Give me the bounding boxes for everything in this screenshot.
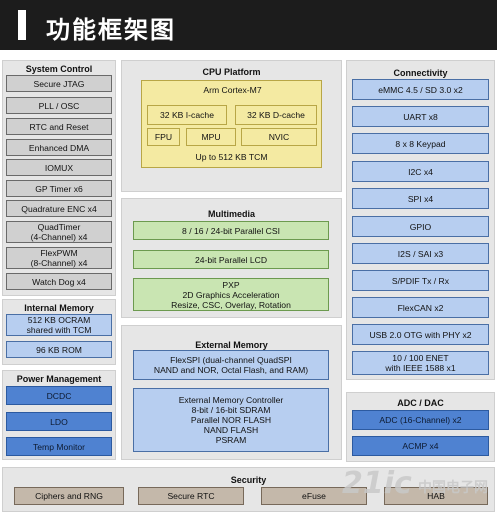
- parallel-csi-block: 8 / 16 / 24-bit Parallel CSI: [133, 221, 329, 240]
- iomux-block: IOMUX: [6, 159, 112, 176]
- pll-osc-block: PLL / OSC: [6, 97, 112, 114]
- ocram-block: 512 KB OCRAM shared with TCM: [6, 314, 112, 336]
- security-title: Security: [230, 475, 267, 485]
- acmp-block: ACMP x4: [352, 436, 489, 456]
- enet-block: 10 / 100 ENET with IEEE 1588 x1: [352, 351, 489, 375]
- watermark-text: 中国电子网: [418, 480, 488, 496]
- header-accent: [18, 10, 26, 40]
- usb-otg-block: USB 2.0 OTG with PHY x2: [352, 324, 489, 345]
- secure-rtc-block: Secure RTC: [138, 487, 244, 505]
- fpu-block: FPU: [147, 128, 180, 146]
- system-control-title: System Control: [25, 64, 93, 74]
- temp-monitor-block: Temp Monitor: [6, 437, 112, 456]
- rtc-reset-block: RTC and Reset: [6, 118, 112, 135]
- spdif-block: S/PDIF Tx / Rx: [352, 270, 489, 291]
- watermark-logo: 21ic: [342, 466, 412, 501]
- flexcan-block: FlexCAN x2: [352, 297, 489, 318]
- flexspi-block: FlexSPI (dual-channel QuadSPI NAND and N…: [133, 350, 329, 380]
- quadrature-enc-block: Quadrature ENC x4: [6, 200, 112, 217]
- flexpwm-block: FlexPWM (8-Channel) x4: [6, 247, 112, 269]
- gp-timer-block: GP Timer x6: [6, 180, 112, 197]
- tcm-label: Up to 512 KB TCM: [195, 152, 268, 162]
- enhanced-dma-block: Enhanced DMA: [6, 139, 112, 156]
- adc-block: ADC (16-Channel) x2: [352, 410, 489, 430]
- ldo-block: LDO: [6, 412, 112, 431]
- multimedia-title: Multimedia: [207, 209, 255, 219]
- page-title: 功能框架图: [46, 16, 176, 44]
- cortex-m7-label: Arm Cortex-M7: [203, 85, 262, 95]
- efuse-block: eFuse: [261, 487, 367, 505]
- internal-memory-title: Internal Memory: [24, 303, 94, 313]
- connectivity-title: Connectivity: [393, 68, 448, 78]
- uart-block: UART x8: [352, 106, 489, 127]
- watch-dog-block: Watch Dog x4: [6, 273, 112, 290]
- icache-block: 32 KB I-cache: [147, 105, 227, 125]
- hab-block: HAB: [384, 487, 488, 505]
- gpio-block: GPIO: [352, 216, 489, 237]
- dcache-block: 32 KB D-cache: [235, 105, 317, 125]
- header-bar: 功能框架图: [0, 0, 497, 50]
- nvic-block: NVIC: [241, 128, 317, 146]
- mpu-block: MPU: [186, 128, 236, 146]
- pxp-block: PXP 2D Graphics Acceleration Resize, CSC…: [133, 278, 329, 311]
- dcdc-block: DCDC: [6, 386, 112, 405]
- rom-block: 96 KB ROM: [6, 341, 112, 358]
- power-management-title: Power Management: [16, 374, 102, 384]
- cpu-platform-title: CPU Platform: [202, 67, 261, 77]
- ciphers-rng-block: Ciphers and RNG: [14, 487, 124, 505]
- parallel-lcd-block: 24-bit Parallel LCD: [133, 250, 329, 269]
- emmc-sd-block: eMMC 4.5 / SD 3.0 x2: [352, 79, 489, 100]
- external-memory-title: External Memory: [195, 340, 268, 350]
- adc-dac-title: ADC / DAC: [397, 398, 444, 408]
- spi-block: SPI x4: [352, 188, 489, 209]
- external-memory-controller-block: External Memory Controller 8-bit / 16-bi…: [133, 388, 329, 452]
- i2s-sai-block: I2S / SAI x3: [352, 243, 489, 264]
- quadtimer-block: QuadTimer (4-Channel) x4: [6, 221, 112, 243]
- i2c-block: I2C x4: [352, 161, 489, 182]
- keypad-block: 8 x 8 Keypad: [352, 133, 489, 154]
- secure-jtag-block: Secure JTAG: [6, 75, 112, 92]
